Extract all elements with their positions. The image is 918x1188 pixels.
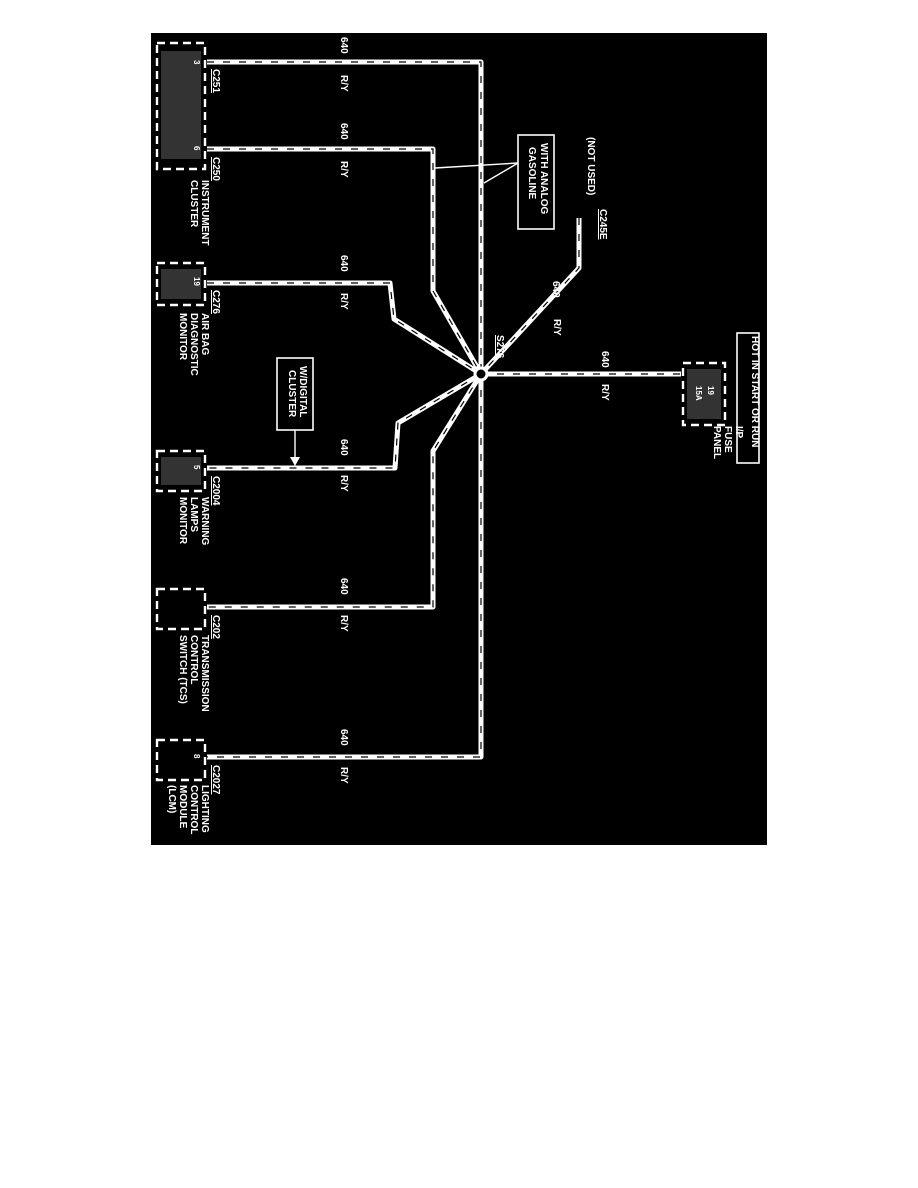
hot-label: HOT IN START OR RUN xyxy=(749,336,760,447)
c2027-wire-color: R/Y xyxy=(338,767,349,784)
c202-wire-circuit: 640 xyxy=(338,578,349,595)
c251-pin: 3 xyxy=(192,60,201,65)
fuse-panel-name-3: PANEL xyxy=(711,426,722,459)
c2004-connector: C2004 xyxy=(210,476,221,506)
c2027-name-2: CONTROL xyxy=(188,785,199,834)
c245e-wire-circuit: 640 xyxy=(550,281,561,298)
splice-point xyxy=(473,366,489,382)
c250-wire-circuit: 640 xyxy=(338,123,349,140)
c250-name-1: INSTRUMENT xyxy=(199,180,210,246)
c2027-connector: C2027 xyxy=(210,765,221,795)
c276-wire-circuit: 640 xyxy=(338,255,349,272)
c202-name-1: TRANSMISSION xyxy=(199,635,210,712)
c250-wire-color: R/Y xyxy=(338,161,349,178)
fuse-wire-circuit: 640 xyxy=(599,351,610,368)
c251-connector: C251 xyxy=(210,69,221,93)
wire-c251 xyxy=(207,59,484,374)
digital-callout-line-1: W/DIGITAL xyxy=(297,366,308,417)
component-c276 xyxy=(155,261,207,307)
fuse-wire-color: R/Y xyxy=(599,384,610,401)
c202-name-2: CONTROL xyxy=(188,635,199,684)
not-used-label: (NOT USED) xyxy=(585,137,596,195)
c2004-wire-circuit: 640 xyxy=(338,439,349,456)
not-used-connector: C245E xyxy=(597,209,608,240)
analog-callout-line-1: WITH ANALOG xyxy=(538,143,549,215)
splice-label: S276 xyxy=(494,335,505,359)
digital-callout-box xyxy=(276,357,314,431)
c2004-pin: 5 xyxy=(192,465,201,470)
fuse-rating: 15A xyxy=(694,386,703,401)
component-c2027 xyxy=(155,738,207,782)
c276-name-2: DIAGNOSTIC xyxy=(188,313,199,376)
wiring-diagram-svg: HOT IN START OR RUN 19 15A I/P FUSE PANE… xyxy=(155,37,760,834)
c276-connector: C276 xyxy=(210,290,221,314)
c276-pin: 19 xyxy=(192,277,201,286)
c2027-name-1: LIGHTING xyxy=(199,785,210,833)
c2004-name-1: WARNING xyxy=(199,497,210,546)
c250-connector: C250 xyxy=(210,157,221,181)
c251-wire-circuit: 640 xyxy=(338,37,349,54)
fuse-panel-name-2: FUSE xyxy=(722,426,733,453)
hot-label-box xyxy=(736,332,760,464)
c251-wire-color: R/Y xyxy=(338,75,349,92)
wire-c276 xyxy=(207,280,483,377)
component-c251-c250 xyxy=(155,41,207,171)
c276-name-3: MONITOR xyxy=(177,313,188,361)
component-c2004 xyxy=(155,449,207,493)
c2027-pin: 8 xyxy=(192,754,201,759)
analog-callout-arrow xyxy=(434,162,519,169)
component-c202 xyxy=(155,587,207,631)
c276-wire-color: R/Y xyxy=(338,293,349,310)
c276-name-1: AIR BAG xyxy=(199,313,210,355)
fuse-panel-name-1: I/P xyxy=(733,426,744,439)
c2027-wire-circuit: 640 xyxy=(338,729,349,746)
c250-name-2: CLUSTER xyxy=(188,180,199,228)
fuse-panel-box xyxy=(681,361,727,427)
c202-wire-color: R/Y xyxy=(338,615,349,632)
fuse-number: 19 xyxy=(706,386,715,395)
c202-name-3: SWITCH (TCS) xyxy=(177,635,188,704)
c2004-wire-color: R/Y xyxy=(338,475,349,492)
digital-callout-line-2: CLUSTER xyxy=(286,370,297,418)
wire-c202 xyxy=(207,372,484,610)
analog-callout-box xyxy=(517,134,555,230)
labels: HOT IN START OR RUN 19 15A I/P FUSE PANE… xyxy=(166,37,760,834)
wiring-diagram: HOT IN START OR RUN 19 15A I/P FUSE PANE… xyxy=(151,33,767,845)
wire-c2027 xyxy=(207,374,484,760)
analog-callout-line-2: GASOLINE xyxy=(526,147,537,200)
c2027-name-3: MODULE xyxy=(177,785,188,829)
c2027-name-4: (LCM) xyxy=(166,785,177,813)
c202-connector: C202 xyxy=(210,615,221,639)
c245e-wire-color: R/Y xyxy=(551,319,562,336)
wires xyxy=(207,59,681,760)
c250-pin: 6 xyxy=(192,146,201,151)
c2004-name-2: LAMPS xyxy=(188,497,199,532)
c2004-name-3: MONITOR xyxy=(177,497,188,545)
